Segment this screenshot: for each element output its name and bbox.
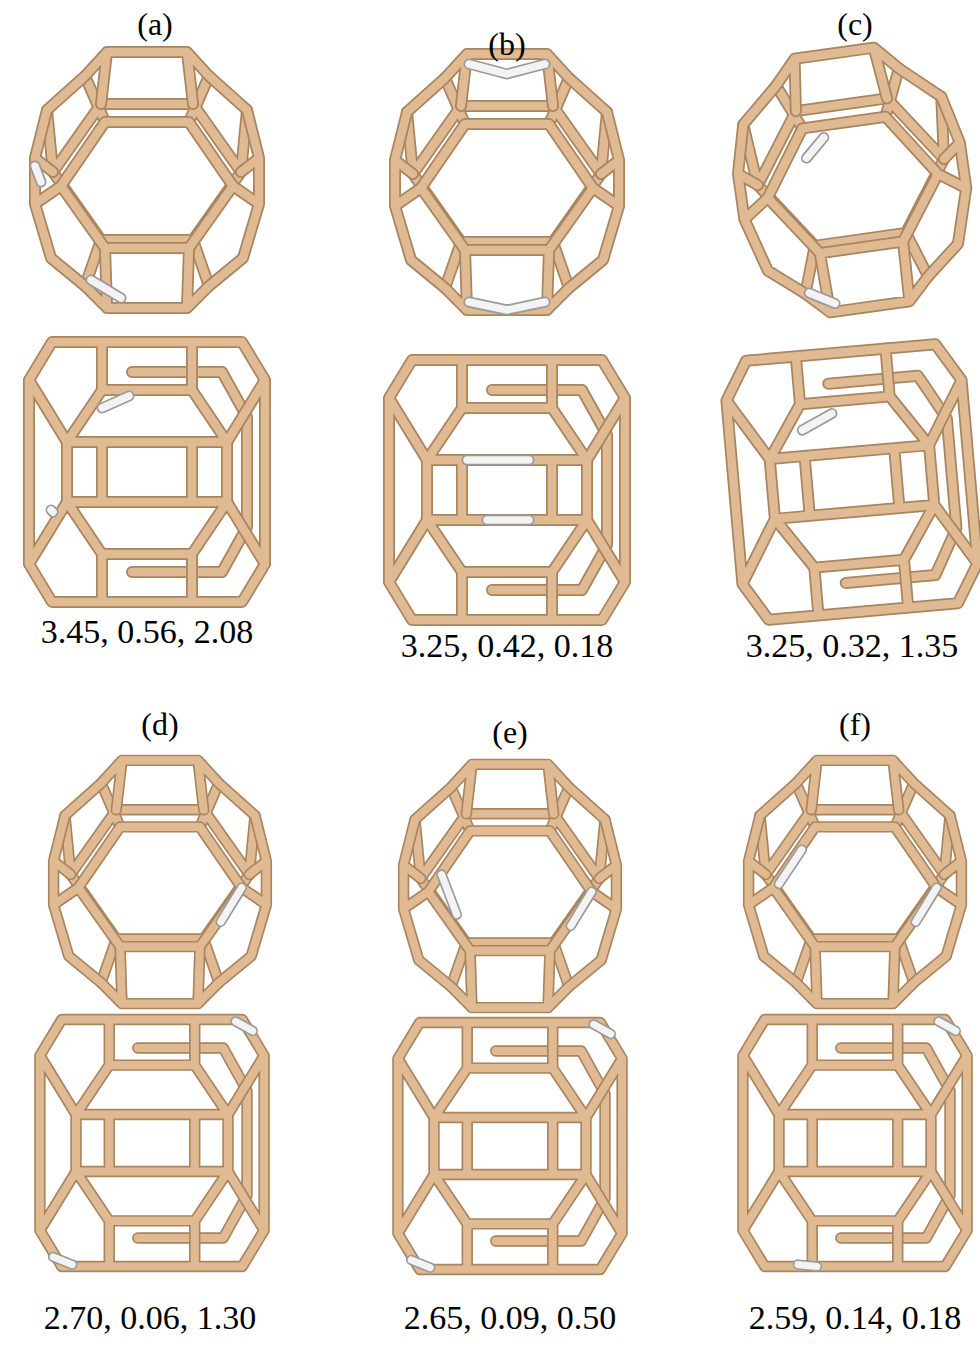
panel-letter: (e) xyxy=(492,714,528,751)
panel-letter: (d) xyxy=(141,706,178,743)
panel-letter: (f) xyxy=(839,706,871,743)
energy-values: 2.65, 0.09, 0.50 xyxy=(404,1298,617,1337)
energy-values: 2.70, 0.06, 1.30 xyxy=(44,1298,257,1337)
panel-letter: (a) xyxy=(137,6,173,43)
energy-values: 3.45, 0.56, 2.08 xyxy=(41,612,254,651)
panel-letter: (b) xyxy=(488,26,525,63)
energy-values: 3.25, 0.32, 1.35 xyxy=(746,626,959,665)
energy-values: 2.59, 0.14, 0.18 xyxy=(749,1298,962,1337)
energy-values: 3.25, 0.42, 0.18 xyxy=(401,626,614,665)
panel-letter: (c) xyxy=(837,6,873,43)
